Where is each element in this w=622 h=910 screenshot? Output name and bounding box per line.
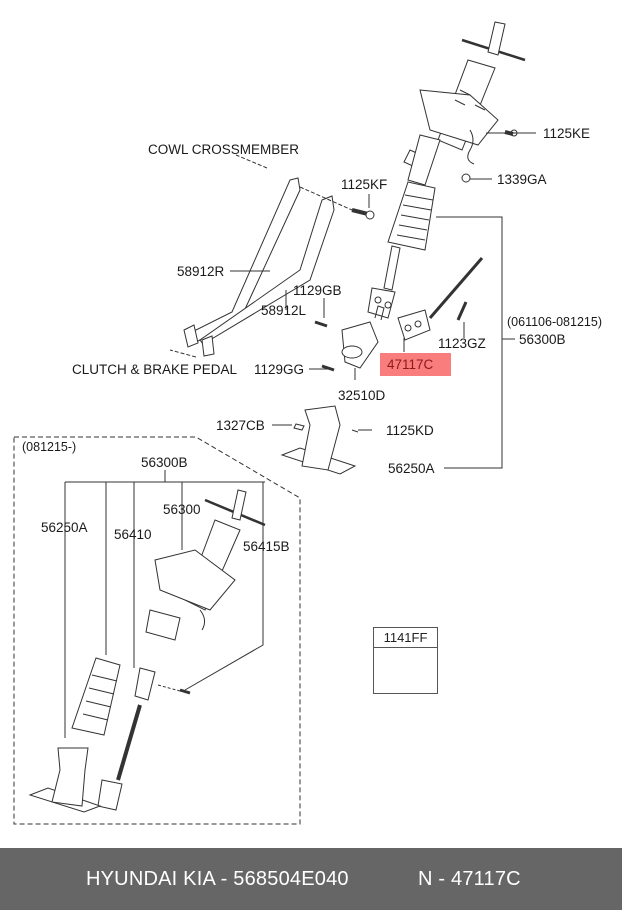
label-56300B-top: 56300B	[519, 332, 566, 347]
parts-diagram: COWL CROSSMEMBER 1125KE 1339GA 1125KF 58…	[13, 21, 602, 825]
diagram-drawing	[13, 21, 536, 825]
label-range-new: (081215-)	[22, 440, 77, 454]
label-1125KE: 1125KE	[543, 126, 591, 141]
label-56300: 56300	[163, 502, 201, 517]
legend-box-1141FF: 1141FF	[373, 627, 438, 694]
label-58912L: 58912L	[261, 303, 307, 318]
label-58912R: 58912R	[177, 264, 225, 279]
highlighted-part-47117C[interactable]: 47117C	[380, 353, 451, 376]
lower-shaft	[397, 257, 484, 341]
label-56410: 56410	[114, 527, 152, 542]
label-47117C: 47117C	[387, 357, 434, 372]
footer-bar: HYUNDAI KIA - 568504E040 N - 47117C	[0, 848, 622, 910]
label-1129GB: 1129GB	[293, 283, 342, 298]
label-56250A-inset: 56250A	[41, 520, 88, 535]
inset-boot	[71, 657, 121, 736]
label-1339GA: 1339GA	[497, 172, 547, 187]
label-1123GZ: 1123GZ	[438, 336, 486, 351]
label-cowl-crossmember: COWL CROSSMEMBER	[148, 142, 300, 157]
intermediate-shaft	[367, 245, 401, 319]
inset-shaft	[97, 667, 156, 811]
inset-border	[13, 436, 301, 825]
legend-part-number: 1141FF	[374, 628, 437, 648]
label-1125KF: 1125KF	[341, 177, 388, 192]
label-1327CB: 1327CB	[216, 418, 265, 433]
footer-brand-part-number: HYUNDAI KIA - 568504E040	[86, 868, 349, 890]
base-plate-top	[280, 405, 359, 475]
bearing-housing	[341, 305, 385, 369]
label-56415B: 56415B	[243, 539, 290, 554]
label-56250A-top: 56250A	[388, 461, 435, 476]
footer-component-number: N - 47117C	[418, 868, 521, 890]
steering-boot	[387, 181, 436, 251]
label-1125KD: 1125KD	[386, 423, 434, 438]
label-32510D: 32510D	[338, 388, 386, 403]
label-56300B-inset: 56300B	[141, 455, 188, 470]
label-clutch-brake-pedal: CLUTCH & BRAKE PEDAL	[72, 362, 238, 377]
label-range-old: (061106-081215)	[507, 315, 602, 329]
steering-column-upper	[403, 21, 526, 186]
label-1129GG: 1129GG	[254, 362, 305, 377]
inset-base-plate	[28, 747, 102, 813]
inset-steering-column	[145, 489, 266, 641]
bracket-58912	[183, 177, 335, 357]
